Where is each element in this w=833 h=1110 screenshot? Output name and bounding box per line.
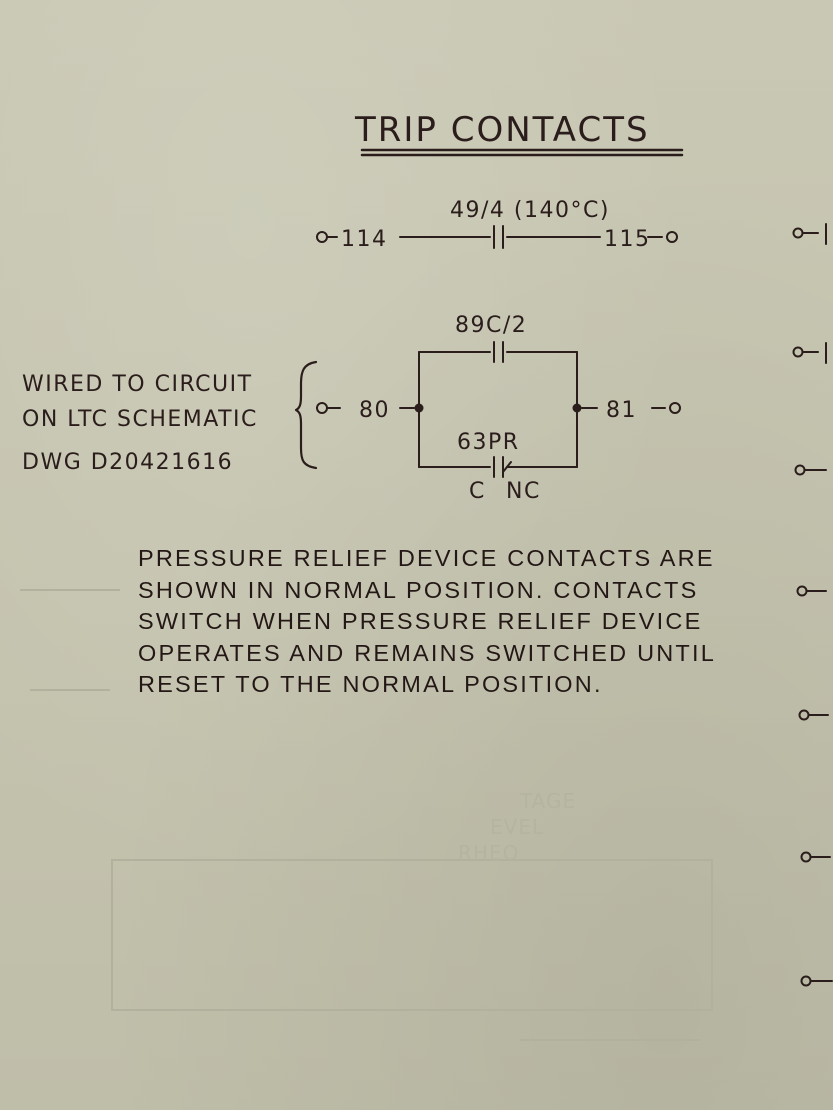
note-line-1: PRESSURE RELIEF DEVICE CONTACTS ARE	[138, 545, 715, 571]
contact-89c-2: 89C/2	[418, 313, 578, 363]
faint-text-3: RHEO	[458, 841, 519, 865]
side-note: WIRED TO CIRCUIT ON LTC SCHEMATIC DWG D2…	[22, 372, 258, 475]
contact-49-4-label: 49/4 (140°C)	[450, 198, 610, 223]
pressure-relief-note: PRESSURE RELIEF DEVICE CONTACTS ARE SHOW…	[138, 543, 798, 701]
note-line-5: RESET TO THE NORMAL POSITION.	[138, 671, 603, 697]
terminal-81: 81	[581, 398, 681, 423]
terminal-115-label: 115	[604, 227, 651, 252]
terminal-114-circle	[316, 231, 328, 243]
curly-brace	[294, 360, 318, 470]
terminal-80-label: 80	[359, 398, 390, 423]
right-edge-terminals	[792, 223, 833, 987]
terminal-114-label: 114	[341, 227, 388, 252]
diagram-title: TRIP CONTACTS	[354, 110, 650, 150]
terminal-81-label: 81	[606, 398, 637, 423]
faint-text-1: TAGE	[519, 789, 576, 813]
junction-left-dot	[414, 403, 424, 413]
faint-text-2: EVEL	[490, 815, 544, 839]
note-line-3: SWITCH WHEN PRESSURE RELIEF DEVICE	[138, 608, 703, 634]
terminal-80: 80	[316, 398, 415, 423]
background-print-through: TAGE EVEL RHEO	[20, 589, 713, 1041]
side-note-line-2: ON LTC SCHEMATIC	[22, 407, 258, 432]
terminal-81-circle	[669, 402, 681, 414]
pin-c-label: C	[469, 479, 486, 504]
side-note-line-1: WIRED TO CIRCUIT	[22, 372, 253, 397]
junction-right-dot	[572, 403, 582, 413]
contact-63pr-label: 63PR	[457, 430, 520, 455]
contact-63pr: 63PR C NC	[418, 430, 578, 504]
side-note-line-3: DWG D20421616	[22, 450, 233, 475]
pin-nc-label: NC	[506, 479, 541, 504]
contact-89c-2-label: 89C/2	[455, 313, 527, 338]
note-line-4: OPERATES AND REMAINS SWITCHED UNTIL	[138, 639, 716, 666]
contact-49-4: 49/4 (140°C) 114 115	[316, 198, 678, 252]
terminal-115-circle	[666, 231, 678, 243]
terminal-80-circle	[316, 402, 328, 414]
note-line-2: SHOWN IN NORMAL POSITION. CONTACTS	[138, 576, 699, 603]
